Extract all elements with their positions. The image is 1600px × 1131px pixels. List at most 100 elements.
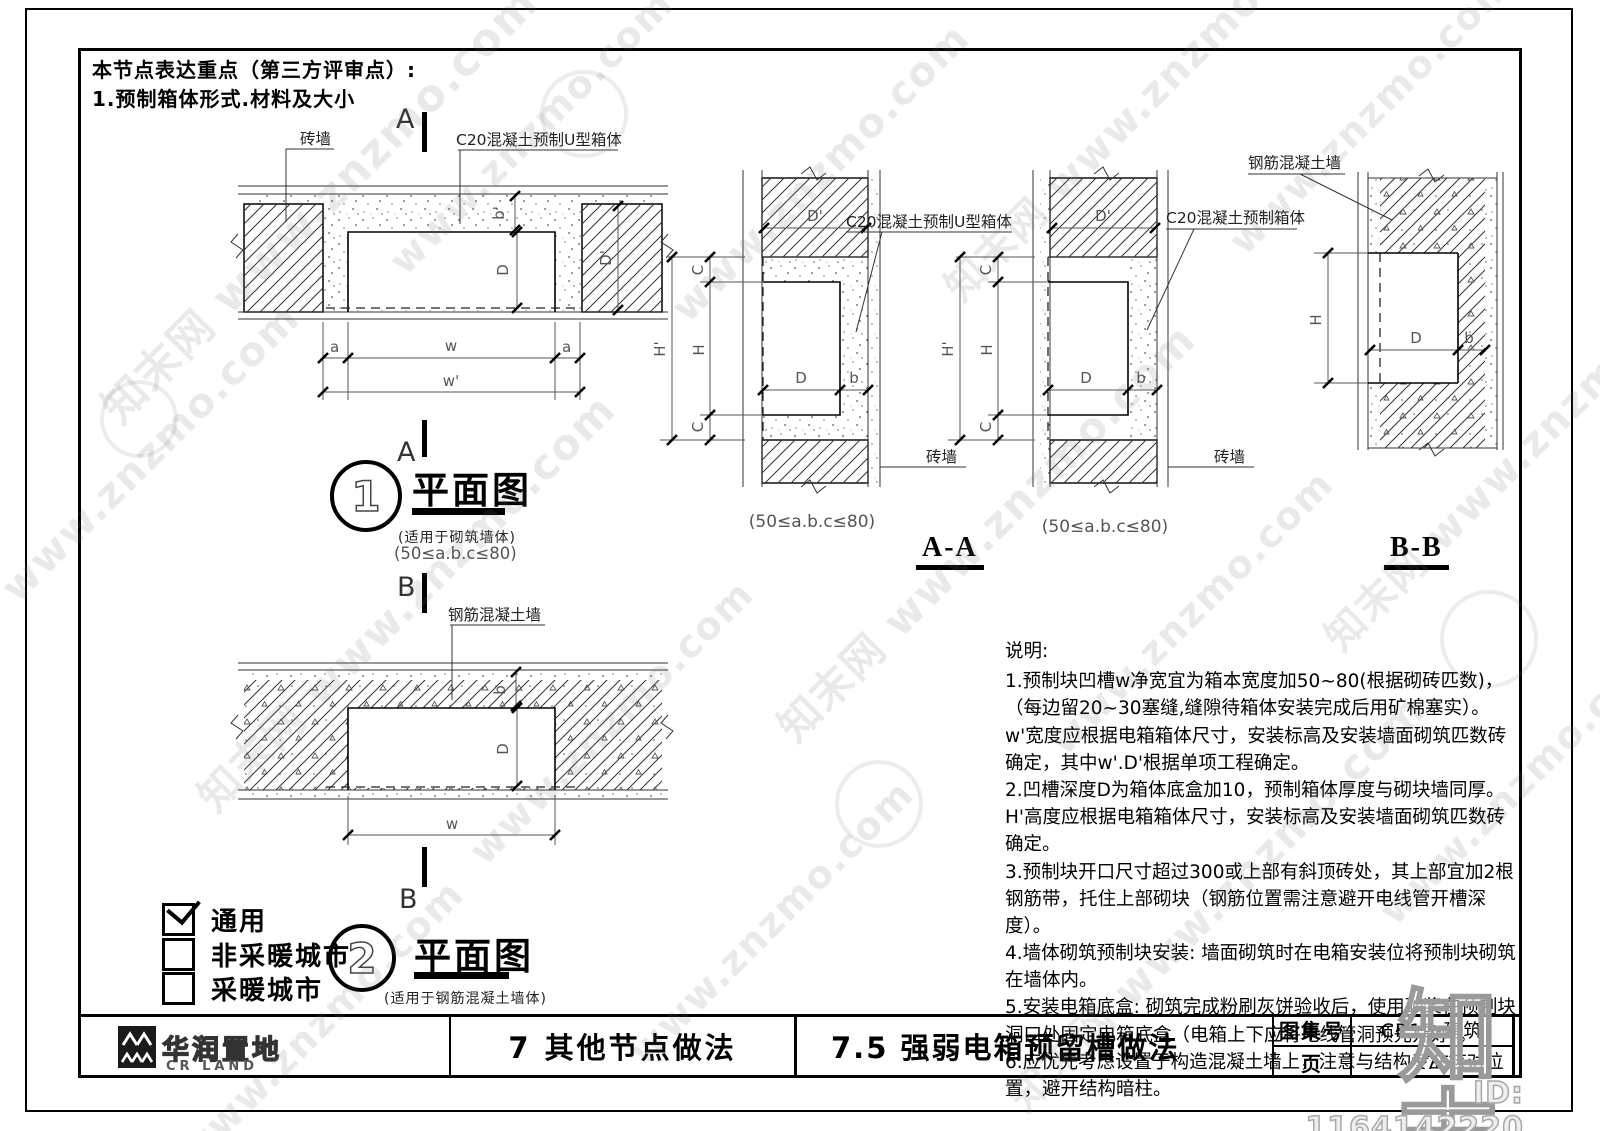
dim-h: H xyxy=(1307,314,1325,325)
checkbox-non-heating-city-label: 非采暖城市 xyxy=(211,942,352,972)
dim-c-bottom: C xyxy=(977,422,995,432)
crland-logo-subname: CR LAND xyxy=(166,1059,259,1074)
review-note-line2: 1.预制箱体形式.材料及大小 xyxy=(92,87,356,111)
titlebar-divider xyxy=(449,1014,451,1078)
atlas-number-label: 图集号 xyxy=(1279,1019,1345,1043)
dim-a-left: a xyxy=(330,338,339,356)
detail-bubble-1: 1 xyxy=(330,460,402,532)
crland-logo-icon xyxy=(118,1026,156,1068)
titlebar-top-rule xyxy=(78,1014,1522,1017)
plan2-wall-label: 钢筋混凝土墙 xyxy=(448,606,541,624)
dim-w: w xyxy=(445,337,457,355)
wall-break-icon xyxy=(1093,166,1120,181)
plan1-subtitle: (适用于砌筑墙体) xyxy=(398,530,516,546)
dim-h-outer: H' xyxy=(651,341,669,356)
detail-number-1: 1 xyxy=(351,471,382,522)
page-number: 175 xyxy=(1412,1051,1452,1074)
wall-break-icon xyxy=(1418,168,1445,183)
plan2-drawing: 钢筋混凝土墙 B B b D w xyxy=(230,572,674,915)
section-mark-bar xyxy=(422,112,427,152)
dim-c-top: C xyxy=(977,265,995,275)
plan1-range: (50≤a.b.c≤80) xyxy=(394,544,517,563)
note-item-2: 2.凹槽深度D为箱体底盒加10，预制箱体厚度与砌块墙同厚。H'高度应根据电箱箱体… xyxy=(1005,779,1505,856)
dim-h: H xyxy=(978,344,996,355)
main-frame xyxy=(78,48,1522,1078)
dim-gap: b xyxy=(849,369,859,387)
wall-break-icon xyxy=(1418,442,1445,457)
titlebar-table-border xyxy=(1272,1045,1515,1047)
checkbox-general-label: 通用 xyxy=(211,907,268,937)
review-note-line1: 本节点表达重点（第三方评审点）: xyxy=(92,58,416,82)
checkbox-heating-city xyxy=(162,972,195,1005)
section-mid-wall-label: 砖墙 xyxy=(1214,448,1245,466)
detail-number-2: 2 xyxy=(347,933,378,984)
wall-break-icon xyxy=(230,233,244,259)
dim-depth: D xyxy=(494,264,512,276)
dim-a-right: a xyxy=(562,338,571,356)
checkbox-non-heating-city xyxy=(162,938,195,971)
dim-gap: b' xyxy=(490,206,508,220)
section-mid-range: (50≤a.b.c≤80) xyxy=(1042,517,1168,537)
dim-c-bottom: C xyxy=(689,422,707,432)
dim-gap: b xyxy=(1464,329,1474,347)
section-aa-box-label: C20混凝土预制U型箱体 xyxy=(846,213,1012,231)
wall-break-icon xyxy=(660,714,674,740)
titlebar-divider xyxy=(794,1014,797,1078)
note-item-1: 1.预制块凹槽w净宽宜为箱本宽度加50~80(根据砌砖匹数)，（每边留20~30… xyxy=(1005,671,1507,774)
dim-depth-outer: D' xyxy=(597,250,615,266)
review-note: 本节点表达重点（第三方评审点）: 1.预制箱体形式.材料及大小 xyxy=(92,56,416,114)
dim-w: w xyxy=(446,815,458,833)
dim-w-outer: w' xyxy=(443,372,459,390)
note-item-3: 3.预制块开口尺寸超过300或上部有斜顶砖处，其上部宜加2根钢筋带，托住上部砌块… xyxy=(1005,861,1514,937)
dim-depth: D xyxy=(795,369,807,387)
crland-logo-name: 华润置地 xyxy=(161,1034,282,1066)
section-aa-drawing: D' D b C H C H' C20混凝土预制U型箱体 砖墙 xyxy=(651,166,1012,532)
section-aa-wall-label: 砖墙 xyxy=(926,448,957,466)
section-aa-title: A-A xyxy=(916,532,984,570)
notes-title: 说明: xyxy=(1005,641,1049,662)
dim-depth: D xyxy=(1410,329,1422,347)
wall-break-icon xyxy=(800,166,827,181)
note-item-6: 6.应优先考虑设置于构造混凝土墙上，注意与结构专业核对位置，避开结构暗柱。 xyxy=(1005,1051,1504,1100)
wall-break-icon xyxy=(1093,479,1120,494)
wall-break-icon xyxy=(800,479,827,494)
sheet-title: 7.5 强弱电箱预留槽做法 xyxy=(831,1031,1180,1065)
atlas-number-value: CR19-建筑 xyxy=(1380,1020,1484,1042)
outer-border xyxy=(25,8,1573,1112)
dim-h: H xyxy=(690,344,708,355)
dim-gap: b xyxy=(491,685,509,695)
section-bb-drawing: H D b 钢筋混凝土墙 xyxy=(1248,154,1504,457)
dim-depth-outer: D' xyxy=(1095,207,1111,225)
section-mid-box-label: C20混凝土预制箱体 xyxy=(1166,209,1306,227)
plan1-title-underline xyxy=(412,508,505,515)
dim-c-top: C xyxy=(689,265,707,275)
dim-gap: b xyxy=(1136,369,1146,387)
chapter-title: 7 其他节点做法 xyxy=(508,1031,737,1065)
plan2-title: 平面图 xyxy=(414,935,534,978)
note-item-4: 4.墙体砌筑预制块安装: 墙面砌筑时在电箱安装位将预制块砌筑在墙体内。 xyxy=(1005,943,1516,992)
dim-h-outer: H' xyxy=(939,341,957,356)
section-letter-a-bottom: A xyxy=(397,437,416,468)
checkbox-general xyxy=(162,903,195,936)
plan1-title: 平面图 xyxy=(412,469,532,512)
notes-block: 说明: 1.预制块凹槽w净宽宜为箱本宽度加50~80(根据砌砖匹数)，（每边留2… xyxy=(1005,638,1522,1103)
wall-break-icon xyxy=(230,714,244,740)
dim-depth-outer: D' xyxy=(807,207,823,225)
dim-depth: D xyxy=(1080,369,1092,387)
detail-bubble-2: 2 xyxy=(328,924,396,992)
section-mark-bar xyxy=(422,573,427,613)
section-bb-wall-label: 钢筋混凝土墙 xyxy=(1248,154,1341,172)
section-mid-drawing: D' D b C H C H' C20混凝土预制箱体 砖墙 (50≤a.b.c≤… xyxy=(939,166,1306,537)
wall-break-icon xyxy=(660,233,674,259)
section-mark-bar xyxy=(422,420,427,457)
section-bb-title: B-B xyxy=(1384,532,1449,570)
section-letter-b-bottom: B xyxy=(399,884,418,915)
checkbox-heating-city-label: 采暖城市 xyxy=(211,976,324,1006)
section-letter-b-top: B xyxy=(397,572,416,603)
note-item-5: 5.安装电箱底盒: 砌筑完成粉刷灰饼验收后，使用砂浆在预制块洞口处固定电箱底盒（… xyxy=(1005,997,1516,1046)
plan2-subtitle: (适用于钢筋混凝土墙体) xyxy=(384,991,547,1007)
plan2-title-underline xyxy=(414,972,509,979)
plan1-box-label: C20混凝土预制U型箱体 xyxy=(456,131,622,149)
